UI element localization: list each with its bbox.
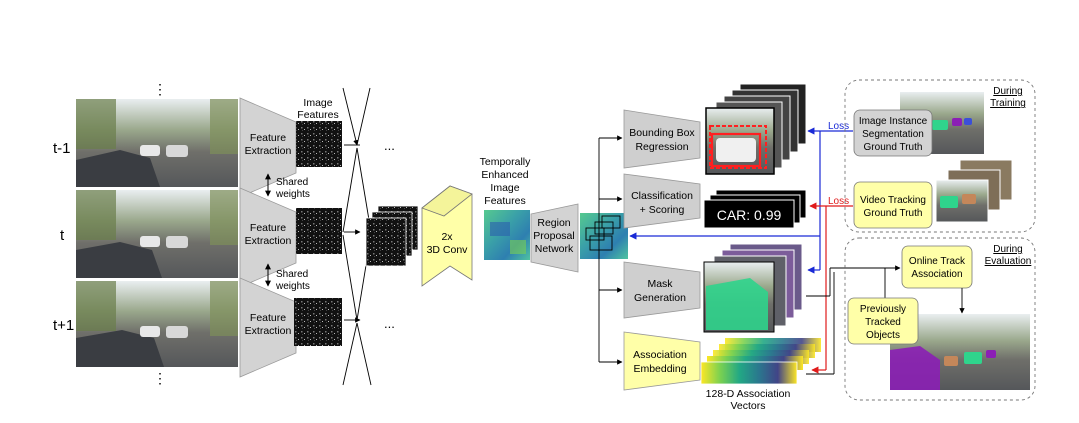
proposal-map [580,213,628,259]
vectors-label-line1: 128-D Association [706,388,791,400]
svg-text:weights: weights [275,281,310,292]
frame-label-t-plus-1: t+1 [53,317,74,334]
svg-text:Association: Association [911,269,962,280]
svg-text:Shared: Shared [276,177,308,188]
feature-crossing-arrows [342,87,372,386]
feature-extractors: Feature Extraction Feature Extraction Fe… [239,97,310,378]
score-text: CAR: 0.99 [717,207,782,223]
svg-text:Feature: Feature [250,222,286,234]
image-features-label-line1: Image [303,97,332,109]
gt-instance-segmentation-box [853,109,933,157]
feature-map-3 [294,298,342,346]
stacked-feature-maps [365,205,419,267]
frames-dots-top: ⋮ [153,81,167,97]
score-output-stack: CAR: 0.99 [703,189,807,229]
svg-text:Regression: Regression [635,141,688,153]
svg-text:Video Tracking: Video Tracking [860,195,926,206]
svg-text:Tracked: Tracked [865,317,901,328]
svg-text:weights: weights [275,189,310,200]
region-proposal-network: Region Proposal Network [530,203,579,273]
svg-text:Image: Image [490,182,519,194]
svg-text:Extraction: Extraction [245,145,292,157]
svg-text:Segmentation: Segmentation [862,129,924,140]
evaluation-panel: During Evaluation Online Track Associati… [844,237,1036,401]
evaluation-title-line2: Evaluation [985,256,1032,267]
svg-text:+ Scoring: + Scoring [640,204,685,216]
frame-t [76,190,238,278]
svg-text:Ground Truth: Ground Truth [864,208,923,219]
training-title-line2: Training [990,98,1026,109]
svg-text:Proposal: Proposal [533,230,574,242]
head-association-embedding: Association Embedding [623,331,701,391]
svg-text:Bounding Box: Bounding Box [629,127,695,139]
head-mask-generation: Mask Generation [623,261,701,319]
frame-t-plus-1 [76,281,238,367]
svg-text:Image Instance: Image Instance [859,116,928,127]
evaluation-title-line1: During [993,244,1022,255]
svg-text:Region: Region [537,217,570,229]
svg-text:Extraction: Extraction [245,235,292,247]
image-features-label-line2: Features [297,109,338,121]
gt-video-tracking-box [853,181,933,229]
head-classification: Classification + Scoring [623,173,701,229]
feature-map-1 [296,121,342,167]
svg-text:Shared: Shared [276,269,308,280]
shared-weights-2: Shared weights [265,263,310,292]
training-title-line1: During [993,86,1022,97]
ellipsis-1: ... [384,138,395,153]
loss-lines [629,127,901,375]
bbox-output-stack [705,83,807,175]
frame-label-t-minus-1: t-1 [53,140,71,157]
svg-text:Feature: Feature [250,312,286,324]
svg-text:Network: Network [535,243,574,255]
svg-text:Extraction: Extraction [245,325,292,337]
loss-label-blue: Loss [828,121,849,132]
svg-text:Objects: Objects [866,330,900,341]
head-bbox-regression: Bounding Box Regression [623,109,701,169]
association-vectors: 128-D Association Vectors [700,338,821,412]
ellipsis-2: ... [384,316,395,331]
frames-dots-bottom: ⋮ [153,370,167,386]
frame-t-minus-1 [76,99,238,187]
shared-weights-1: Shared weights [265,173,310,200]
svg-text:Ground Truth: Ground Truth [864,142,923,153]
input-frames: ⋮ ⋮ t-1 t t+1 [53,81,238,386]
svg-text:Enhanced: Enhanced [481,169,528,181]
svg-text:Embedding: Embedding [633,363,686,375]
svg-text:Temporally: Temporally [480,156,532,168]
previously-tracked-objects-box [847,297,919,345]
conv-label-line1: 2x [441,231,453,243]
conv3d-block: 2x 3D Conv [421,185,473,287]
frame-label-t: t [60,227,65,244]
temporal-features: Temporally Enhanced Image Features [480,156,532,260]
online-track-association-box [901,245,973,289]
image-feature-maps: Image Features [294,97,342,346]
svg-text:Generation: Generation [634,292,686,304]
svg-text:Classification: Classification [631,190,693,202]
loss-label-red: Loss [828,196,849,207]
svg-text:Features: Features [484,195,525,207]
training-panel: During Training Image Instance Segmentat… [844,79,1036,233]
svg-text:Feature: Feature [250,132,286,144]
vectors-label-line2: Vectors [730,400,765,412]
svg-text:Previously: Previously [860,304,906,315]
feature-extractor-1: Feature Extraction [239,97,297,198]
mask-output-stack [703,243,803,333]
feature-extractor-3: Feature Extraction [239,277,297,378]
svg-text:Online Track: Online Track [909,256,966,267]
svg-text:Association: Association [633,349,687,361]
conv-label-line2: 3D Conv [427,244,469,256]
feature-map-2 [296,208,342,254]
feature-extractor-2: Feature Extraction [239,187,297,288]
head-connectors [598,135,623,365]
svg-text:Mask: Mask [647,278,673,290]
